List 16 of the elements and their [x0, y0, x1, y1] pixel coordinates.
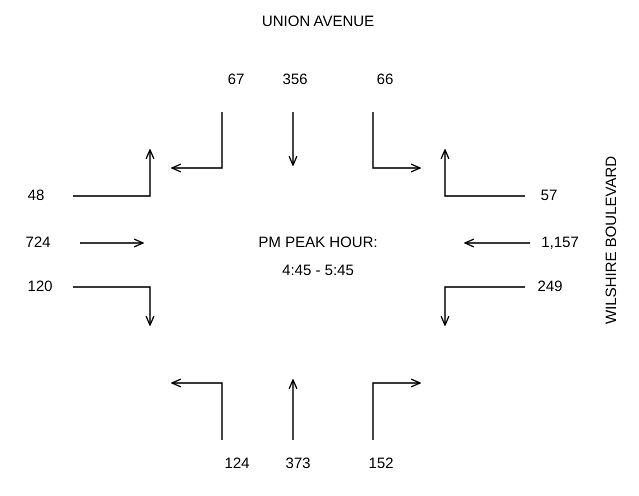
street-name: WILSHIRE BOULEVARD: [604, 156, 620, 324]
volume-count: 48: [28, 188, 44, 204]
volume-count: 57: [540, 188, 558, 204]
peak-hour-text: PM PEAK HOUR:: [258, 234, 378, 252]
volume-count: 67: [228, 72, 244, 88]
volume-count: 249: [537, 278, 563, 296]
peak-hour-text: 4:45 - 5:45: [282, 262, 354, 280]
volume-count: 373: [285, 456, 311, 472]
volume-count: 120: [27, 278, 53, 296]
volume-count: 356: [282, 72, 308, 88]
street-name: UNION AVENUE: [262, 14, 374, 30]
volume-count: 124: [224, 456, 250, 472]
volume-count: 152: [368, 456, 394, 472]
volume-count: 66: [376, 72, 394, 88]
volume-count: 1,157: [541, 234, 579, 252]
volume-count: 724: [25, 234, 51, 252]
